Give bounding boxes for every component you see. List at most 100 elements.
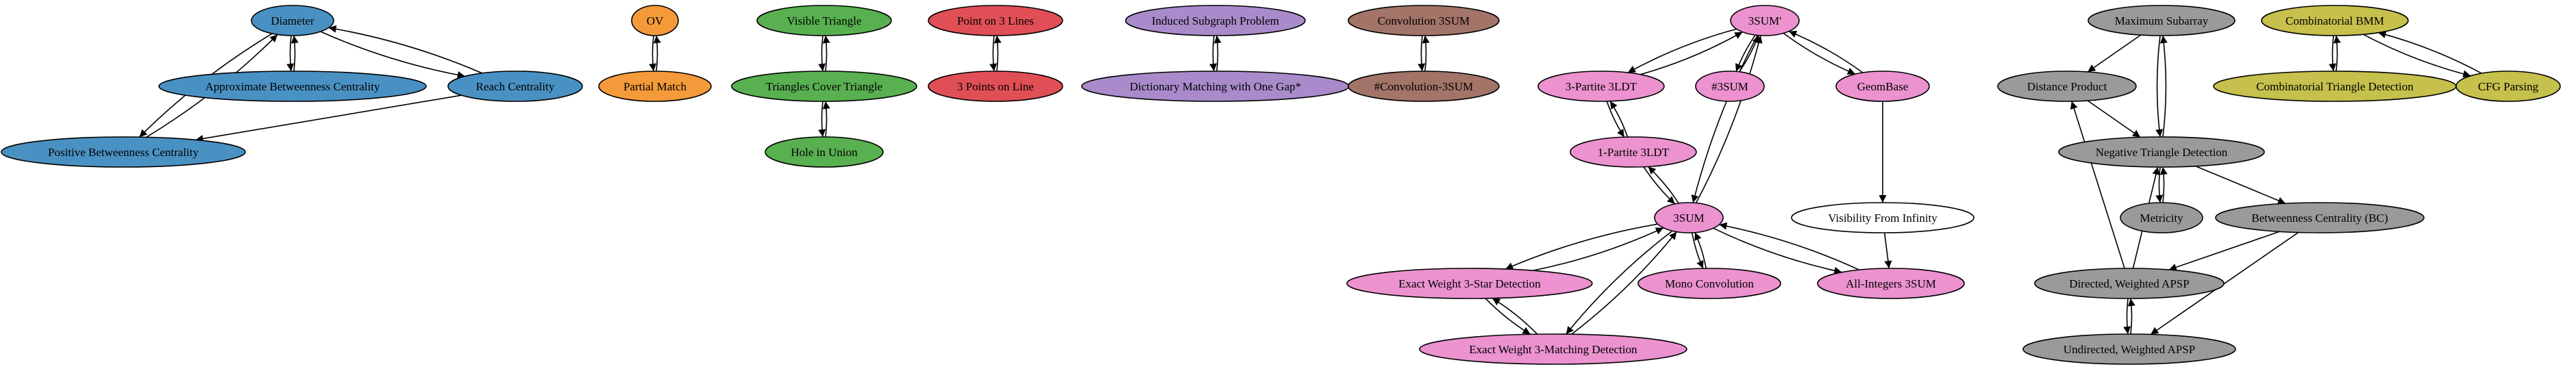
node-label: 3-Partite 3LDT (1565, 80, 1637, 93)
edge-ew3star-to-3sum (1533, 227, 1664, 271)
node-metricity[interactable]: Metricity (2120, 202, 2203, 233)
node-ellipse (1570, 136, 1697, 168)
node-sharpconv[interactable]: #Convolution-3SUM (1348, 71, 1500, 102)
node-ellipse (1348, 5, 1500, 36)
node-dict[interactable]: Dictionary Matching with One Gap* (1081, 71, 1350, 102)
edge-3sum-to-ew3match (1565, 230, 1673, 335)
node-label: Reach Centrality (476, 80, 555, 93)
node-ellipse (251, 5, 334, 36)
node-ellipse (731, 71, 917, 102)
edge-maxsub-to-distprod (2087, 34, 2142, 73)
node-ellipse (1654, 202, 1724, 233)
node-label: Diameter (271, 14, 314, 27)
edge-undirapsp-to-dirapsp (2127, 298, 2135, 335)
node-label: Combinatorial BMM (2286, 14, 2384, 27)
edge-conv3sum-to-sharpconv (1417, 35, 1426, 72)
node-ellipse (928, 71, 1063, 102)
node-ellipse (2034, 268, 2225, 299)
node-label: Convolution 3SUM (1378, 14, 1470, 27)
edge-dirapsp-to-distprod (2070, 101, 2125, 269)
node-vis-tri[interactable]: Visible Triangle (756, 5, 892, 36)
edge-3sump-to-3partite (1627, 28, 1737, 73)
node-ellipse (1348, 71, 1500, 102)
edge-dict-to-induced (1213, 35, 1222, 72)
edge-combtri-to-combbmm (2333, 35, 2341, 72)
edges-layer (138, 25, 2482, 335)
node-label: 3SUM (1673, 212, 1704, 225)
node-p3line[interactable]: 3 Points on Line (928, 71, 1063, 102)
node-ellipse (2022, 333, 2236, 365)
edge-3sum-to-1partite (1648, 166, 1679, 204)
node-label: 3SUM' (1748, 14, 1781, 27)
edge-reach-to-diameter (328, 25, 483, 74)
node-3partite[interactable]: 3-Partite 3LDT (1537, 71, 1665, 102)
node-negtri[interactable]: Negative Triangle Detection (2058, 136, 2265, 168)
node-ellipse (1125, 5, 1306, 36)
edge-approx-bc-to-diameter (290, 35, 299, 72)
edge-negtri-to-metricity (2155, 166, 2164, 203)
node-ellipse (1637, 268, 1781, 299)
node-3sump[interactable]: 3SUM' (1730, 5, 1800, 36)
node-ov[interactable]: OV (631, 5, 679, 36)
node-ellipse (2120, 202, 2203, 233)
edge-1partite-to-3sum (1643, 166, 1676, 205)
node-hole[interactable]: Hole in Union (765, 136, 884, 168)
node-diameter[interactable]: Diameter (251, 5, 334, 36)
node-label: Visibility From Infinity (1828, 212, 1937, 225)
node-reach[interactable]: Reach Centrality (447, 71, 583, 102)
node-induced[interactable]: Induced Subgraph Problem (1125, 5, 1306, 36)
node-combtri[interactable]: Combinatorial Triangle Detection (2213, 71, 2457, 102)
node-dirapsp[interactable]: Directed, Weighted APSP (2034, 268, 2225, 299)
node-combbmm[interactable]: Combinatorial BMM (2261, 5, 2409, 36)
edge-ew3match-to-ew3star (1491, 297, 1538, 335)
node-label: Positive Betweenness Centrality (48, 146, 199, 159)
node-label: CFG Parsing (2478, 80, 2539, 93)
edge-1partite-to-3partite (1609, 101, 1628, 138)
edge-diameter-to-reach (320, 31, 465, 79)
edge-3partite-to-1partite (1606, 101, 1625, 138)
node-ellipse (1791, 202, 1974, 233)
edge-distprod-to-negtri (2087, 100, 2141, 138)
node-allint[interactable]: All-Integers 3SUM (1817, 268, 1965, 299)
node-label: Metricity (2140, 212, 2183, 225)
node-approx-bc[interactable]: Approximate Betweenness Centrality (158, 71, 427, 102)
node-ellipse (2215, 202, 2425, 233)
edge-geombase-to-3sump (1788, 30, 1863, 73)
node-ellipse (631, 5, 679, 36)
node-conv3sum[interactable]: Convolution 3SUM (1348, 5, 1500, 36)
node-undirapsp[interactable]: Undirected, Weighted APSP (2022, 333, 2236, 365)
edge-reach-to-pos-bc (195, 94, 462, 142)
node-3sum[interactable]: 3SUM (1654, 202, 1724, 233)
node-1partite[interactable]: 1-Partite 3LDT (1570, 136, 1697, 168)
node-label: #3SUM (1711, 80, 1748, 93)
node-distprod[interactable]: Distance Product (1997, 71, 2137, 102)
edge-partial-to-ov (653, 35, 661, 72)
edge-combbmm-to-combtri (2329, 35, 2337, 72)
node-visinf[interactable]: Visibility From Infinity (1791, 202, 1974, 233)
edge-negtri-to-bc (2195, 165, 2286, 205)
node-tri-cover[interactable]: Triangles Cover Triangle (731, 71, 917, 102)
node-cfg[interactable]: CFG Parsing (2455, 71, 2561, 102)
edge-bc-to-dirapsp (2168, 231, 2280, 271)
node-ellipse (1537, 71, 1665, 102)
node-sharp3sum[interactable]: #3SUM (1695, 71, 1765, 102)
node-label: OV (647, 14, 664, 27)
edge-combbmm-to-cfg (2363, 34, 2471, 78)
node-ellipse (1817, 268, 1965, 299)
node-ellipse (1997, 71, 2137, 102)
node-label: Betweenness Centrality (BC) (2251, 212, 2388, 225)
node-label: Distance Product (2027, 80, 2107, 93)
node-p3lines[interactable]: Point on 3 Lines (928, 5, 1063, 36)
edge-3sum-to-3sump (1695, 35, 1763, 203)
node-monoconv[interactable]: Mono Convolution (1637, 268, 1781, 299)
node-maxsub[interactable]: Maximum Subarray (2088, 5, 2236, 36)
node-pos-bc[interactable]: Positive Betweenness Centrality (1, 136, 246, 168)
node-ew3star[interactable]: Exact Weight 3-Star Detection (1346, 268, 1593, 299)
node-ellipse (756, 5, 892, 36)
node-geombase[interactable]: GeomBase (1835, 71, 1930, 102)
edge-3partite-to-3sump (1640, 31, 1743, 75)
node-partial[interactable]: Partial Match (598, 71, 712, 102)
edge-ew3star-to-ew3match (1485, 298, 1531, 335)
node-ew3match[interactable]: Exact Weight 3-Matching Detection (1419, 333, 1687, 365)
node-bc[interactable]: Betweenness Centrality (BC) (2215, 202, 2425, 233)
